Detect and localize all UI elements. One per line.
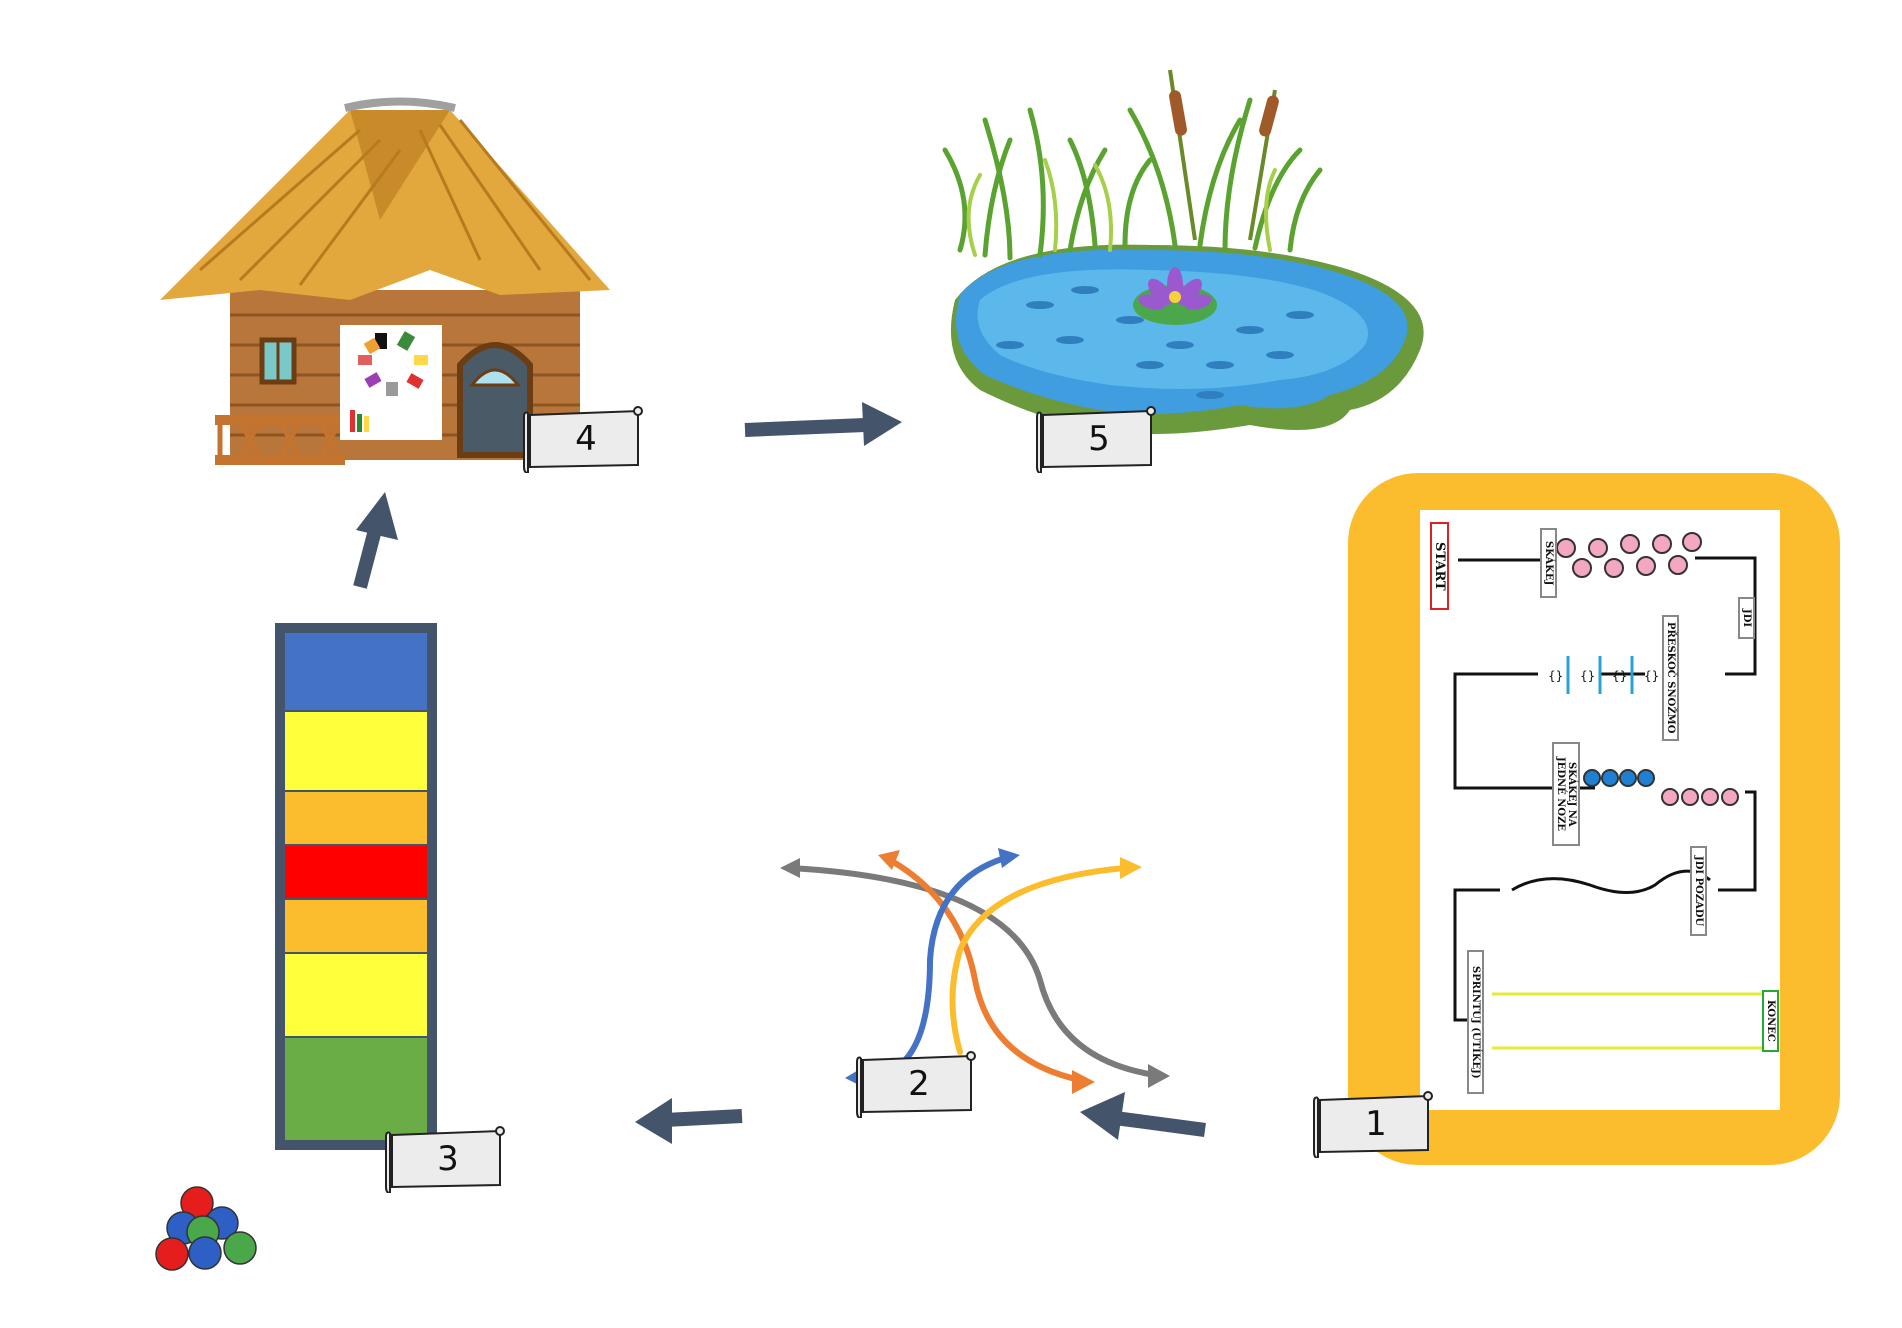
stripe-red <box>285 846 427 898</box>
course-label-jdi: JDI <box>1738 597 1755 639</box>
station-4-label: 4 <box>520 405 644 473</box>
station-5-label: 5 <box>1033 405 1157 473</box>
station-3-number: 3 <box>437 1139 459 1179</box>
obstacle-course-map: {} {} {} {} <box>1348 473 1840 1165</box>
scroll-icon <box>856 1051 976 1118</box>
course-label-start: START <box>1430 522 1449 610</box>
scroll-icon <box>1313 1091 1433 1158</box>
crossing-arrowheads <box>780 848 1170 1094</box>
pond-icon <box>942 69 1424 434</box>
stripe-orange-2 <box>285 900 427 952</box>
svg-text:{}: {} <box>1644 669 1659 683</box>
color-stripe-board <box>275 623 437 1150</box>
stripe-yellow-1 <box>285 712 427 790</box>
arrow-3-to-4 <box>353 528 382 589</box>
course-label-jdi-pozadu: JDI POZADU <box>1690 846 1707 936</box>
course-label-skakej: SKÁKEJ <box>1540 528 1557 598</box>
flow-arrows <box>353 402 1206 1144</box>
course-label-sprintuj: SPRINTUJ (UTÍKEJ) <box>1467 950 1484 1094</box>
hut-icon <box>160 97 610 465</box>
scroll-icon <box>523 406 643 473</box>
station-2-label: 2 <box>853 1050 977 1118</box>
course-label-konec: KONEC <box>1762 990 1779 1052</box>
station-1-label: 1 <box>1310 1090 1434 1158</box>
scroll-icon <box>1036 406 1156 473</box>
station-5-number: 5 <box>1088 419 1110 459</box>
station-3-label: 3 <box>382 1125 506 1193</box>
svg-text:{}: {} <box>1612 669 1627 683</box>
station-1-number: 1 <box>1365 1104 1387 1144</box>
station-2-number: 2 <box>908 1064 930 1104</box>
svg-text:{}: {} <box>1548 669 1563 683</box>
arrow-2-to-3 <box>664 1109 743 1127</box>
path-gray <box>787 865 1158 1078</box>
arrow-1-to-2 <box>1114 1111 1206 1137</box>
course-label-preskoc: PŘESKOČ SNOŽMO <box>1662 615 1679 741</box>
course-label-jedna-noha: SKÁKEJ NA JEDNÉ NOZE <box>1552 742 1580 846</box>
stripe-green <box>285 1038 427 1140</box>
balls-icon <box>155 1186 257 1271</box>
path-yellow <box>949 865 1128 1055</box>
stripe-blue <box>285 633 427 710</box>
path-blue <box>897 855 1008 1068</box>
color-wheel-icon <box>340 325 442 440</box>
stripe-yellow-2 <box>285 954 427 1036</box>
stripe-orange-1 <box>285 792 427 844</box>
svg-text:{}: {} <box>1580 669 1595 683</box>
path-orange <box>887 857 1083 1083</box>
crossing-paths-icon <box>787 855 1158 1083</box>
scroll-icon <box>385 1126 505 1193</box>
arrow-4-to-5 <box>744 418 866 437</box>
station-4-number: 4 <box>575 419 597 459</box>
